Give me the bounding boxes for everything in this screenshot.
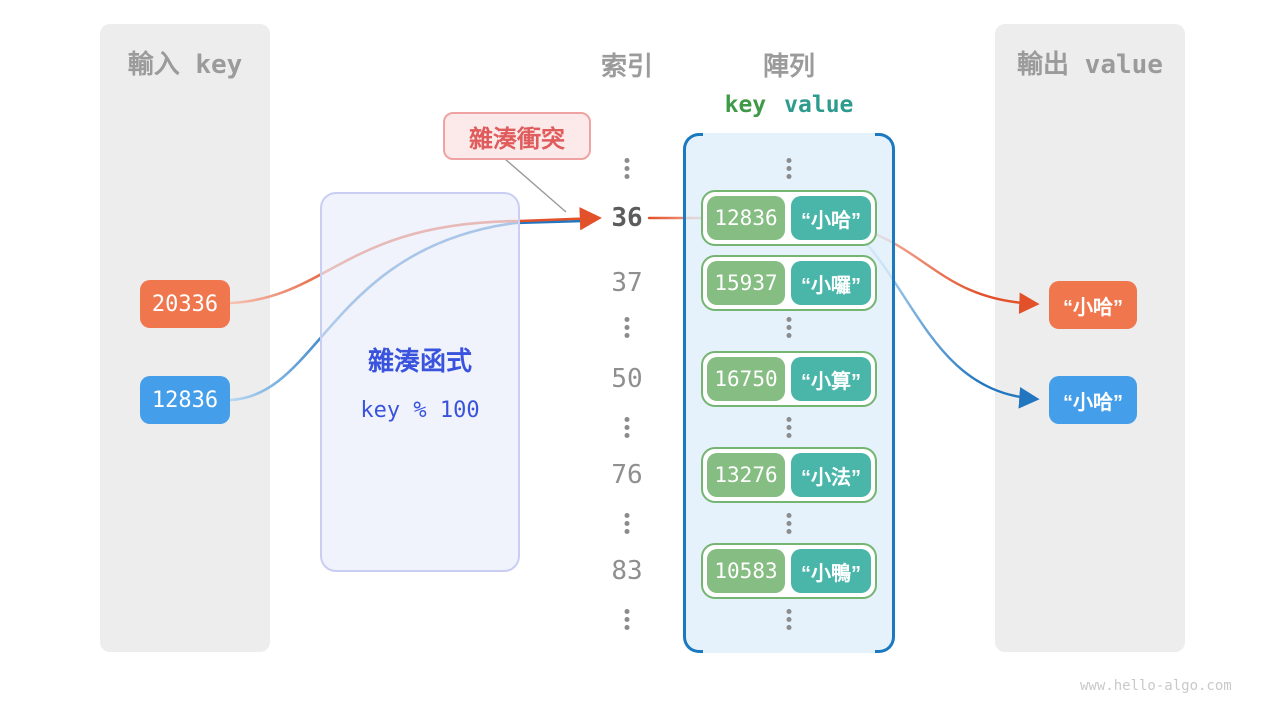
index-label-50: 50 [611,364,643,394]
index-ellipsis [624,609,630,630]
output-value-orange: “小哈” [1049,281,1137,329]
bucket-key: 15937 [707,261,785,305]
bucket-key: 10583 [707,549,785,593]
input-key-12836: 12836 [140,376,230,424]
array-ellipsis [786,158,792,179]
index-label-36: 36 [611,203,643,233]
hash-collision-badge: 雜湊衝突 [443,112,591,160]
array-ellipsis [786,317,792,338]
input-panel-title: 輸入 key [127,50,243,80]
bucket-row-37: 15937 “小囉” [701,255,877,311]
bucket-key: 12836 [707,196,785,240]
bucket-key: 13276 [707,453,785,497]
input-key-20336: 20336 [140,280,230,328]
bucket-key: 16750 [707,357,785,401]
hash-function-formula: key % 100 [360,398,480,423]
array-ellipsis [786,513,792,534]
bucket-value: “小囉” [791,261,871,305]
bucket-row-36: 12836 “小哈” [701,190,877,246]
output-panel [995,24,1185,652]
array-bracket-right [875,133,895,653]
array-bracket-left [683,133,703,653]
index-ellipsis [624,158,630,179]
index-column-title: 索引 [600,51,654,81]
bucket-value: “小鴨” [791,549,871,593]
index-label-76: 76 [611,460,643,490]
watermark: www.hello-algo.com [1080,678,1232,694]
array-ellipsis [786,417,792,438]
index-label-83: 83 [611,556,643,586]
array-column-title: 陣列 [762,51,816,81]
bucket-value: “小法” [791,453,871,497]
hash-function-box: 雜湊函式 key % 100 [320,192,520,572]
index-label-37: 37 [611,268,643,298]
bucket-value: “小哈” [791,196,871,240]
array-value-header: value [784,92,854,118]
output-value-blue: “小哈” [1049,376,1137,424]
index-ellipsis [624,317,630,338]
bucket-value: “小算” [791,357,871,401]
array-kv-header: key value [725,92,854,118]
hash-function-title: 雜湊函式 [367,346,472,376]
bucket-row-76: 13276 “小法” [701,447,877,503]
index-ellipsis [624,513,630,534]
input-panel [100,24,270,652]
index-ellipsis [624,417,630,438]
output-panel-title: 輸出 value [1017,50,1163,80]
array-key-header: key [724,92,767,118]
bucket-row-50: 16750 “小算” [701,351,877,407]
array-ellipsis [786,609,792,630]
bucket-row-83: 10583 “小鴨” [701,543,877,599]
